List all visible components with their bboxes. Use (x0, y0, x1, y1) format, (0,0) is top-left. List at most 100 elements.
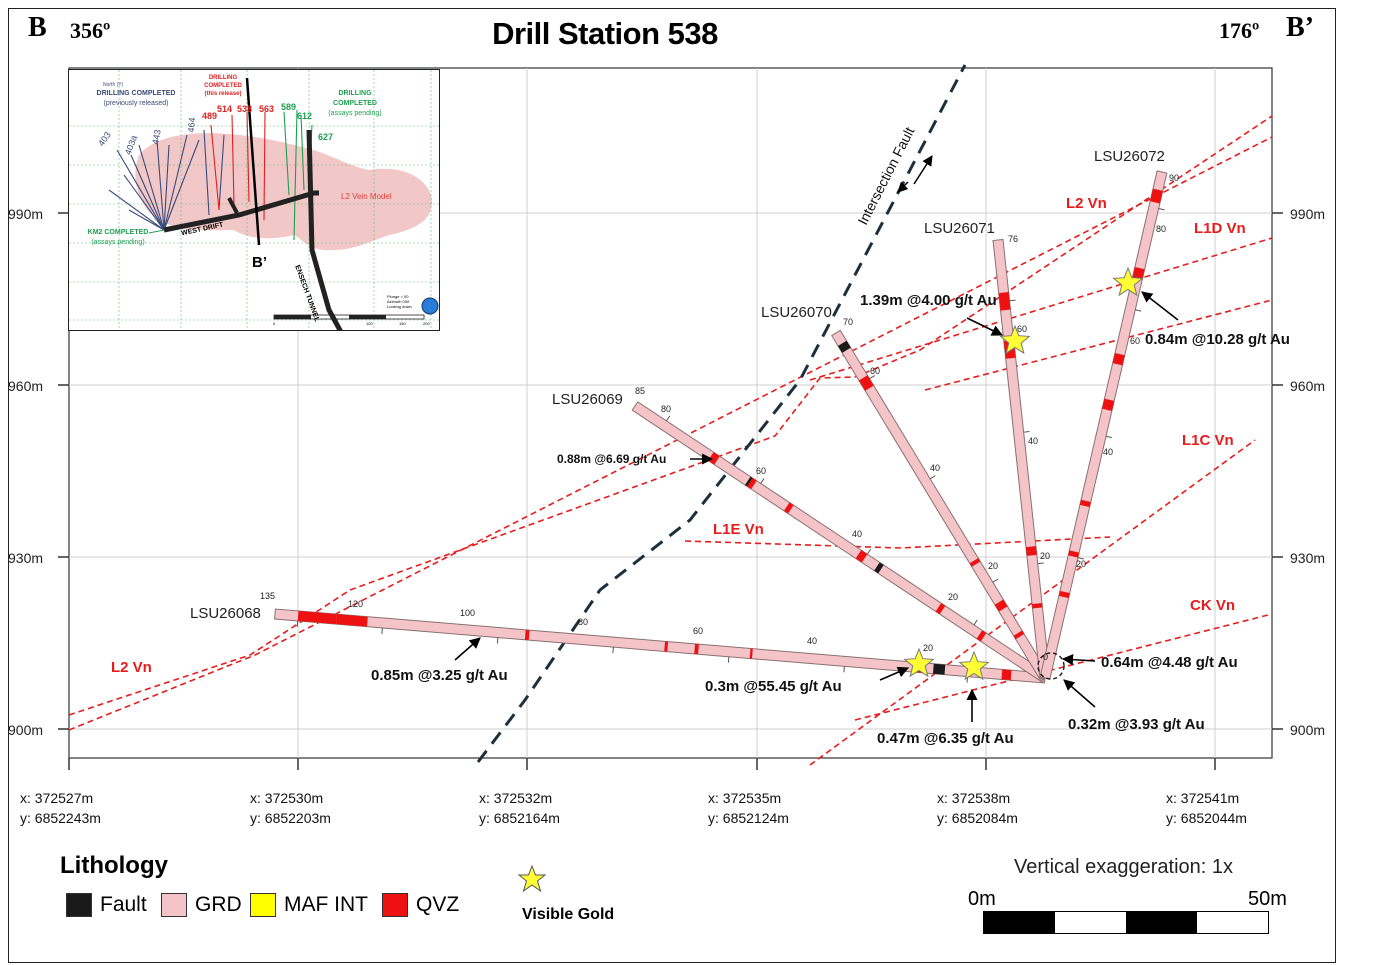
drill-holes (274, 170, 1168, 684)
qvz-interval (935, 603, 946, 615)
inset-north-label: North (Y) (103, 82, 124, 88)
depth-tick (1037, 562, 1044, 565)
intercept-labels: 0.88m @6.69 g/t Au 1.39m @4.00 g/t Au 0.… (371, 292, 1290, 747)
hole-label-lsu26072: LSU26072 (1094, 148, 1165, 165)
elevation-right-960: 960m (1290, 378, 1326, 394)
inset-station-label: 538 (237, 104, 253, 114)
axis-ticks (58, 212, 1283, 770)
hole-label-lsu26070: LSU26070 (761, 304, 832, 321)
elevation-left-930: 930m (8, 550, 44, 566)
section-end-letter: B’ (1286, 12, 1314, 43)
elevation-left-900: 900m (8, 722, 44, 738)
intercept-arrows (454, 291, 1179, 722)
depth-tick (992, 578, 999, 583)
depth-tick (866, 548, 872, 555)
intercept-label: 1.39m @4.00 g/t Au (860, 292, 997, 309)
svg-text:40: 40 (807, 636, 817, 646)
svg-text:60: 60 (1017, 324, 1027, 334)
fault-movement-arrow (913, 155, 933, 185)
svg-text:120: 120 (348, 599, 363, 609)
hole-label-lsu26069: LSU26069 (552, 391, 623, 408)
inset-station-label: 612 (297, 111, 313, 121)
section-end-azimuth: 176º (1219, 18, 1260, 43)
depth-tick (869, 375, 875, 380)
qvz-interval (1001, 669, 1012, 681)
svg-text:40: 40 (930, 463, 940, 473)
legend-item-fault: Fault (66, 893, 147, 917)
end-depth-label: 70 (843, 317, 853, 327)
legend-swatch (161, 893, 187, 917)
qvz-interval (994, 599, 1008, 612)
qvz-interval (336, 614, 368, 627)
qvz-interval (1026, 550, 1037, 556)
qvz-interval (855, 550, 868, 563)
svg-text:20: 20 (1076, 559, 1086, 569)
inset-previous-holes (108, 129, 225, 231)
drill-hole-lsu26072 (1039, 170, 1168, 680)
qvz-interval (1013, 630, 1025, 640)
elevation-right-900: 900m (1290, 722, 1326, 738)
intercept-label: 0.32m @3.93 g/t Au (1068, 716, 1205, 733)
drill-hole-lsu26069 (631, 401, 1049, 683)
depth-tick (1023, 431, 1030, 433)
vein-label-l1e: L1E Vn (713, 521, 764, 538)
inset-station-label: 563 (259, 104, 275, 114)
drill-hole-lsu26070 (831, 329, 1050, 682)
depth-tick (1135, 309, 1142, 312)
vein-label-ck: CK Vn (1190, 597, 1235, 614)
qvz-interval (1112, 353, 1125, 366)
elevation-right-990: 990m (1290, 206, 1326, 222)
qvz-interval (1025, 546, 1037, 552)
svg-text:40: 40 (1103, 447, 1113, 457)
svg-text:60: 60 (693, 626, 703, 636)
qvz-interval (524, 629, 530, 641)
qvz-interval (1102, 398, 1115, 411)
qvz-interval (747, 477, 757, 490)
visible-gold-star (999, 324, 1031, 355)
qvz-interval (1132, 267, 1145, 280)
section-line (245, 77, 261, 246)
legend-swatch (250, 893, 276, 917)
end-depth-label: 135 (260, 591, 275, 601)
inset-section-end: B’ (252, 254, 267, 271)
depth-tick (1009, 299, 1016, 302)
intercept-label: 0.3m @55.45 g/t Au (705, 678, 842, 695)
visible-gold-star (1112, 266, 1144, 297)
drill-hole-lsu26068 (274, 608, 1046, 684)
fault-movement-arrow (897, 181, 909, 193)
west-drift (163, 190, 319, 233)
depth-tick (1077, 557, 1084, 560)
inset-station-label: 464 (185, 117, 198, 133)
vein-label-l2-west: L2 Vn (111, 659, 152, 676)
qvz-interval (858, 375, 874, 391)
depth-tick (1158, 208, 1165, 211)
section-start-letter: B (28, 12, 47, 43)
vein-label-l2: L2 Vn (1066, 195, 1107, 212)
end-depth-label: 85 (635, 386, 645, 396)
svg-text:80: 80 (578, 617, 588, 627)
qvz-interval (749, 648, 753, 659)
depth-tick-labels: 120 100 80 60 40 20 80 60 40 20 60 40 20… (348, 224, 1166, 653)
vein-label-l1c: L1C Vn (1182, 432, 1234, 449)
qvz-interval (998, 292, 1011, 311)
svg-text:20: 20 (948, 592, 958, 602)
legend-item-maf-int: MAF INT (250, 893, 368, 917)
qvz-interval (297, 610, 338, 625)
svg-text:40: 40 (1028, 436, 1038, 446)
ensech-tunnel (306, 129, 343, 330)
end-depth-label: 76 (1008, 234, 1018, 244)
visible-gold-star (958, 650, 990, 681)
inset-map-svg (69, 70, 439, 330)
depth-ticks (296, 208, 1165, 683)
qvz-interval (664, 641, 669, 652)
plot-area-border (68, 67, 1273, 759)
elevation-left-960: 960m (8, 378, 44, 394)
legend-title: Lithology (60, 852, 168, 879)
intercept-label: 0.88m @6.69 g/t Au (557, 452, 666, 466)
